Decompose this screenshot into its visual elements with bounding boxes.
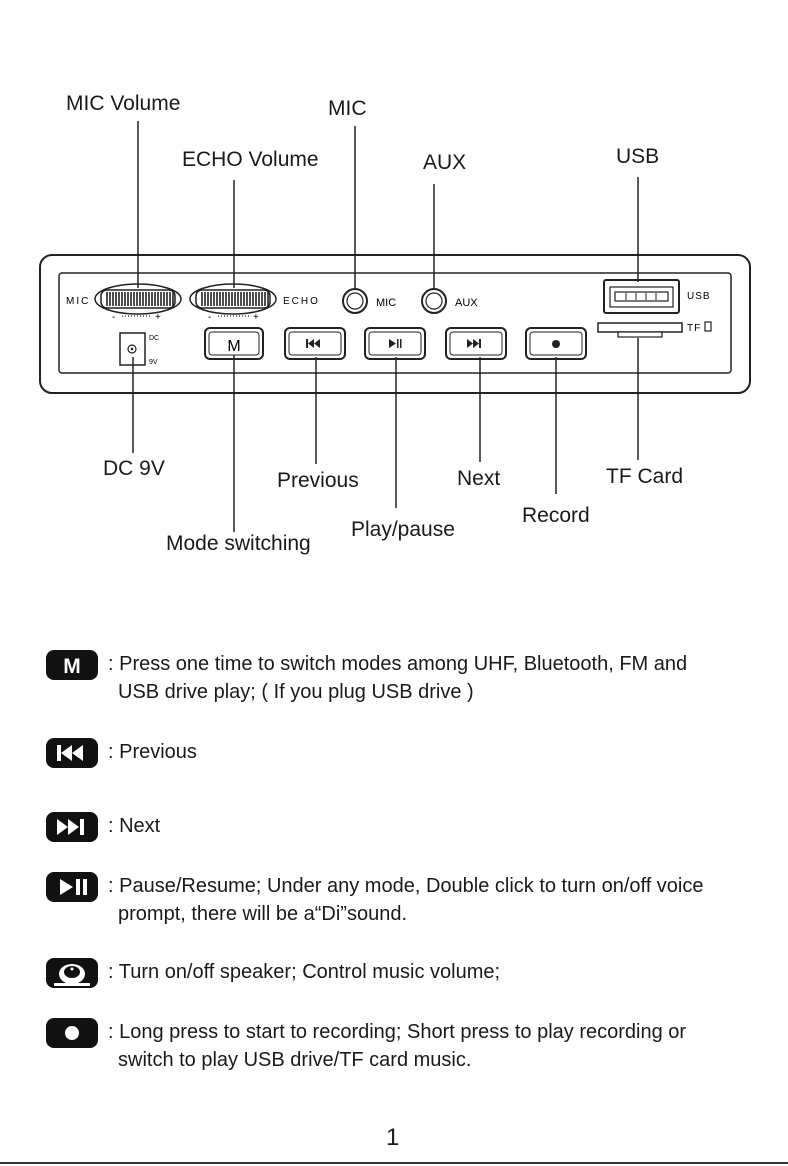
panel-usb-label: USB xyxy=(687,291,711,302)
callout-next: Next xyxy=(457,467,501,490)
panel-outer xyxy=(39,254,751,394)
record-icon xyxy=(552,340,560,348)
m-key-icon: M xyxy=(46,650,98,680)
play-pause-icon xyxy=(389,339,402,348)
callout-mic: MIC xyxy=(328,97,367,120)
legend-text-line: : Turn on/off speaker; Control music vol… xyxy=(108,961,501,983)
dc-jack-pin xyxy=(130,347,134,351)
next-key-icon xyxy=(46,812,98,842)
callout-mode-switching: Mode switching xyxy=(166,532,311,555)
aux-jack-inner xyxy=(425,292,443,310)
legend-description: : Press one time to switch modes among U… xyxy=(108,650,768,706)
echo-minus: - xyxy=(208,312,211,323)
legend-text-line: : Pause/Resume; Under any mode, Double c… xyxy=(108,875,704,897)
panel-mic-label: MIC xyxy=(66,296,90,307)
legend-text-line: : Previous xyxy=(108,741,197,763)
page-number: 1 xyxy=(386,1124,400,1151)
play-pause-button-inner xyxy=(368,331,422,356)
tf-card-slot[interactable] xyxy=(597,322,683,333)
panel-dc-9v-label: 9V xyxy=(149,359,158,366)
panel-inner xyxy=(58,272,732,374)
previous-button-inner xyxy=(288,331,342,356)
callout-tf-card: TF Card xyxy=(606,465,684,488)
callout-echo-volume: ECHO Volume xyxy=(182,148,319,171)
echo-plus: + xyxy=(253,312,259,323)
next-button-inner xyxy=(449,331,503,356)
legend-description: : Pause/Resume; Under any mode, Double c… xyxy=(108,872,768,928)
previous-key-icon xyxy=(46,738,98,768)
callout-play-pause: Play/pause xyxy=(351,518,455,541)
legend-text-line: USB drive play; ( If you plug USB drive … xyxy=(118,681,474,703)
callout-previous: Previous xyxy=(277,469,359,492)
tf-slot-lip xyxy=(617,331,663,338)
panel-echo-label: ECHO xyxy=(283,296,320,307)
legend-description: : Turn on/off speaker; Control music vol… xyxy=(108,958,768,986)
panel-tf-label: TF xyxy=(687,323,701,334)
page-bottom-rule xyxy=(0,1162,788,1164)
record-button-inner xyxy=(529,331,583,356)
callout-usb: USB xyxy=(616,145,660,168)
callout-record: Record xyxy=(522,504,590,527)
record-key-icon xyxy=(46,1018,98,1048)
mode-button-label: M xyxy=(227,338,240,355)
legend-text-line: switch to play USB drive/TF card music. xyxy=(118,1049,472,1071)
legend-description: : Previous xyxy=(108,738,768,766)
mic-plus: + xyxy=(155,312,161,323)
legend-text-line: : Next xyxy=(108,815,161,837)
usb-port-inner xyxy=(609,286,674,308)
control-panel-diagram: MIC ECHO - + - + MIC AUX USB TF DC 9V M xyxy=(39,121,751,532)
play-pause-key-icon xyxy=(46,872,98,902)
usb-port-tongue xyxy=(614,291,669,302)
legend-text-line: : Long press to start to recording; Shor… xyxy=(108,1021,687,1043)
mic-jack-inner xyxy=(346,292,364,310)
callout-dc-9v: DC 9V xyxy=(103,457,165,480)
legend-description: : Long press to start to recording; Shor… xyxy=(108,1018,768,1074)
previous-icon xyxy=(306,339,320,348)
panel-dc-label: DC xyxy=(149,335,159,342)
callout-mic-volume: MIC Volume xyxy=(66,92,181,115)
legend-text-line: prompt, there will be a“Di”sound. xyxy=(118,903,408,925)
volume-knob-key-icon xyxy=(46,958,98,988)
panel-aux-jack-label: AUX xyxy=(455,297,478,309)
dc-jack-hole xyxy=(127,344,137,354)
legend-text-line: : Press one time to switch modes among U… xyxy=(108,653,688,675)
mic-minus: - xyxy=(112,312,115,323)
next-icon xyxy=(467,339,481,348)
svg-text:M: M xyxy=(63,655,81,678)
legend-description: : Next xyxy=(108,812,768,840)
callout-aux: AUX xyxy=(423,151,467,174)
tf-card-icon xyxy=(704,321,712,332)
panel-mic-jack-label: MIC xyxy=(376,297,396,309)
